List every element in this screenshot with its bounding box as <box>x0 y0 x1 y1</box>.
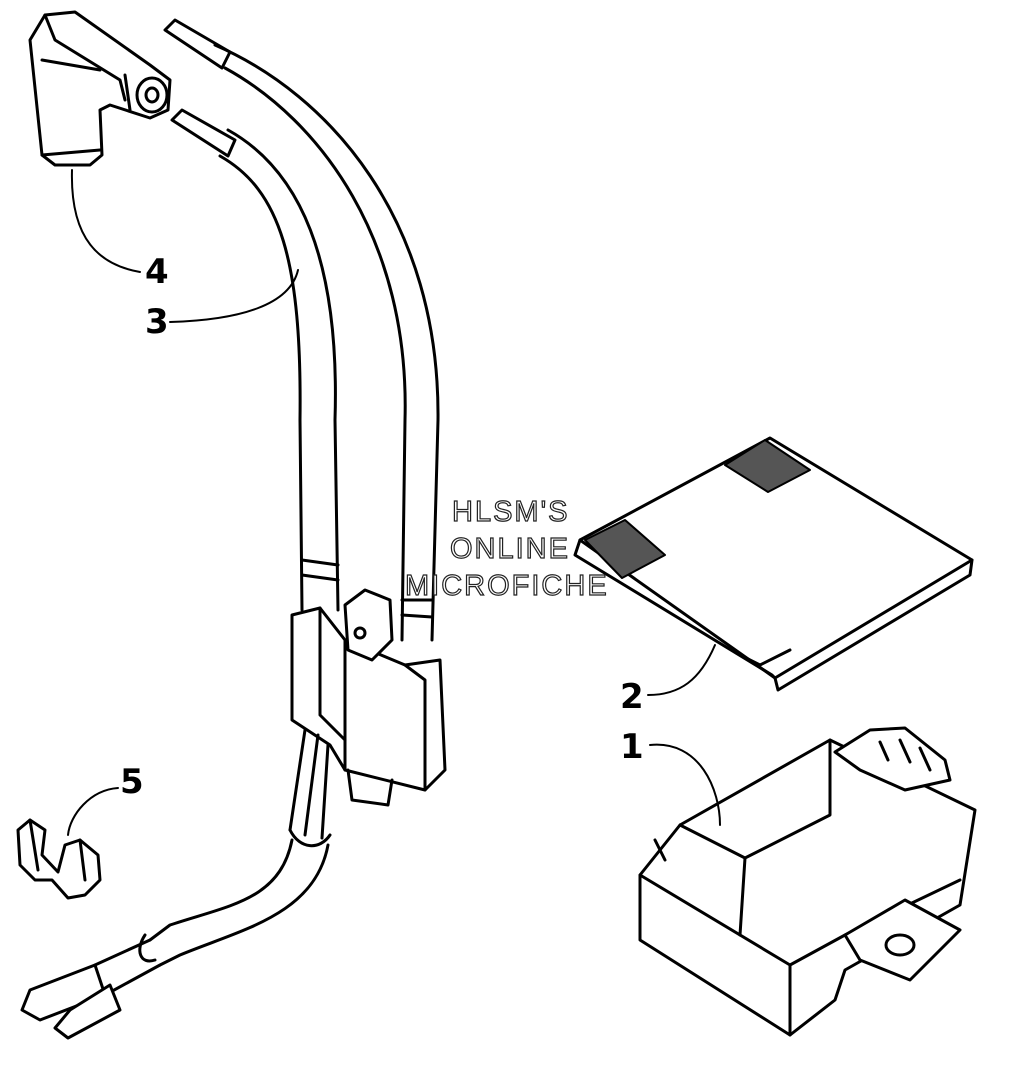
watermark-line-3: MICROFICHE <box>404 570 609 602</box>
spark-plug-cap <box>28 10 172 167</box>
watermark-line-2: ONLINE <box>449 533 570 565</box>
watermark-line-1: HLSM'S <box>451 496 570 528</box>
wire-clip <box>16 818 102 900</box>
ignition-coil-leads <box>163 18 440 642</box>
callout-1: 1 <box>620 727 644 767</box>
cdi-gasket-plate <box>573 436 974 692</box>
callout-3: 3 <box>145 302 169 342</box>
callout-5: 5 <box>120 762 144 802</box>
ignition-coil-body <box>20 588 447 1040</box>
leader-lines <box>67 169 721 836</box>
callout-4: 4 <box>145 252 169 292</box>
callout-2: 2 <box>620 677 644 717</box>
cdi-module <box>638 726 977 1037</box>
